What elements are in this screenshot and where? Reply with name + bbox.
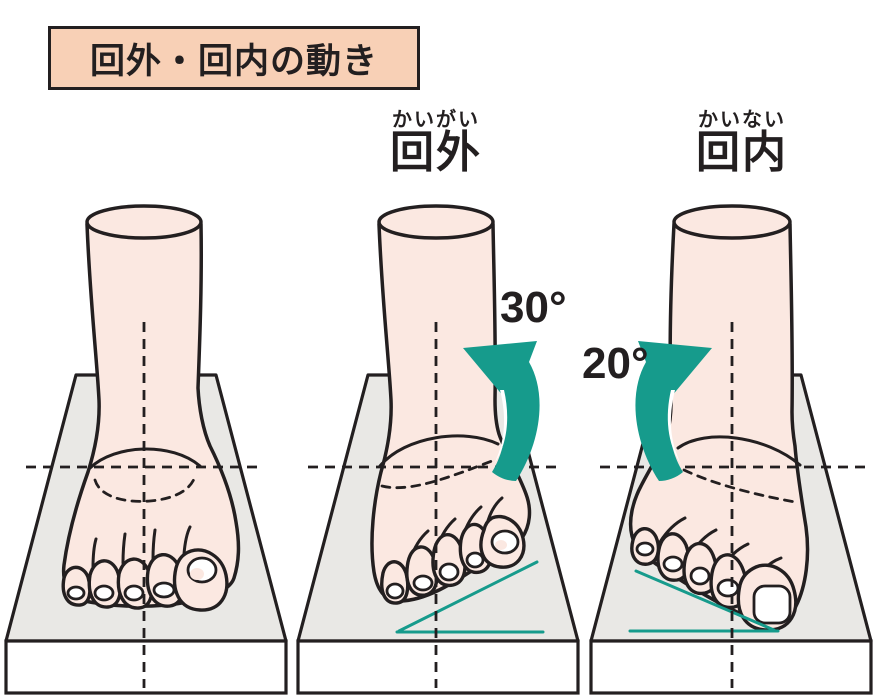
ankle-crease — [378, 434, 500, 468]
neutral-foot — [61, 204, 241, 612]
ankle-crease — [676, 435, 802, 467]
angle-indicator-pronation — [628, 569, 780, 633]
supination-furigana: かいがい — [392, 109, 480, 131]
label-supination: かいがい 回外 — [390, 110, 482, 176]
toe-separators — [91, 525, 192, 570]
pronated-foot — [628, 204, 810, 632]
panel-supination — [296, 204, 580, 695]
toes — [61, 548, 229, 612]
supinated-foot — [370, 204, 532, 605]
toes — [630, 527, 798, 632]
rotate-clockwise-arrow-icon — [635, 341, 712, 481]
label-pronation: かいない 回内 — [696, 110, 788, 176]
platform-front-face — [4, 639, 288, 695]
panel-pronation — [589, 204, 873, 695]
angle-indicator-supination — [395, 560, 545, 634]
pronation-furigana: かいない — [698, 109, 786, 131]
toes — [380, 514, 526, 605]
platform-front-face — [296, 639, 580, 695]
leg-top-ellipse — [85, 204, 203, 240]
ankle-crease-dashed — [682, 468, 797, 504]
supination-angle-value: 30° — [500, 283, 567, 332]
supination-kanji: 回外 — [390, 128, 482, 177]
panel-neutral — [4, 204, 288, 695]
leg-top-ellipse — [672, 204, 792, 240]
diagram-title: 回外・回内の動き — [48, 26, 420, 90]
pronation-kanji: 回内 — [696, 128, 788, 177]
rotate-counterclockwise-arrow-icon — [463, 341, 540, 481]
ankle-crease-dashed — [380, 459, 494, 490]
leg-top-ellipse — [377, 204, 495, 240]
big-toe-nail — [752, 584, 792, 625]
pronation-angle-value: 20° — [582, 339, 649, 388]
ankle-crease-dashed — [93, 477, 196, 503]
